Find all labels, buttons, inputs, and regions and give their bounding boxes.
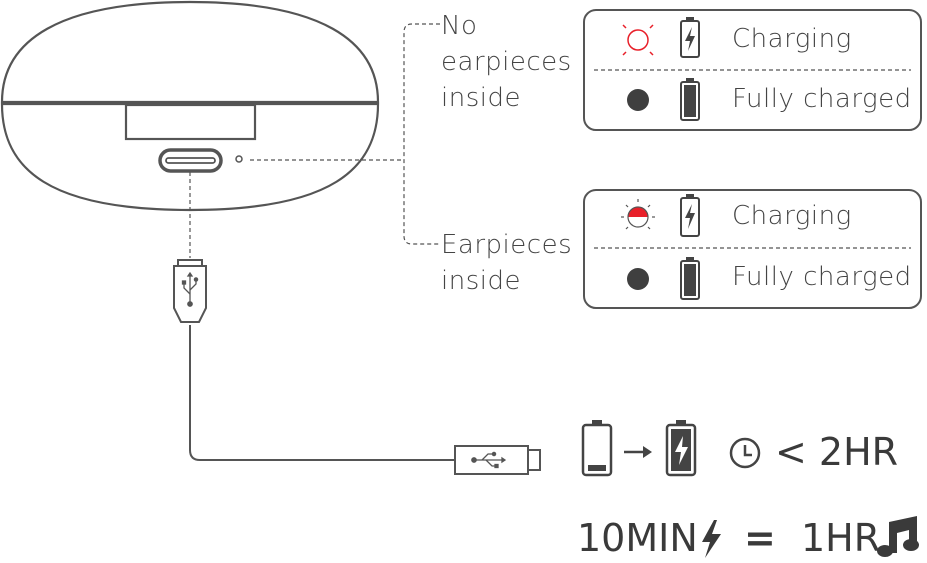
charge-time-text: < 2HR: [775, 430, 899, 474]
fast-charge-minutes-text: 10MIN: [577, 516, 698, 560]
music-note-icon: [877, 516, 919, 557]
no-earpieces-label-line1: No: [441, 11, 478, 41]
no-earpieces-label-line3: inside: [441, 83, 521, 113]
no-earpieces-label-line2: earpieces: [441, 47, 572, 77]
usb-cable: [173, 259, 541, 475]
lightning-icon: [702, 520, 721, 558]
battery-low-icon: [581, 420, 613, 477]
arrow-right-icon: [624, 446, 652, 458]
led-connector-lines: [189, 23, 440, 258]
status-box-frame: [583, 189, 922, 309]
earpieces-full-text: Fully charged: [732, 262, 912, 292]
fast-charge-hours-text: 1HR: [801, 516, 881, 560]
clock-icon: [729, 437, 761, 469]
led-solid-dark-icon: [627, 89, 649, 111]
status-box-earpieces-inside: [583, 189, 922, 309]
cable-wire: [189, 325, 455, 461]
status-box-frame: [583, 9, 922, 131]
led-half-red-icon: [621, 199, 655, 230]
battery-full-icon: [680, 78, 700, 121]
battery-charging-icon: [680, 17, 700, 58]
usb-symbol-icon: [181, 271, 199, 307]
battery-full-icon: [680, 257, 700, 300]
earpieces-inside-label-line2: inside: [441, 266, 521, 296]
charging-case: [0, 0, 380, 212]
no-earpieces-charging-text: Charging: [732, 24, 852, 54]
no-earpieces-full-text: Fully charged: [732, 84, 912, 114]
battery-charging-icon: [665, 420, 697, 477]
led-flashing-red-outline-icon: [622, 24, 654, 56]
charge-time-row: [581, 420, 761, 477]
earpieces-inside-label-line1: Earpieces: [441, 230, 573, 260]
fast-charge-equals-sign: =: [744, 516, 776, 560]
earpieces-charging-text: Charging: [732, 201, 852, 231]
case-lid: [0, 0, 380, 104]
battery-charging-icon: [680, 194, 700, 237]
usb-c-port: [158, 148, 223, 173]
case-hinge-tab: [124, 103, 257, 141]
status-led: [235, 155, 243, 163]
usb-symbol-icon: [471, 451, 507, 469]
status-box-no-earpieces: [583, 9, 922, 131]
led-solid-dark-icon: [627, 268, 649, 290]
